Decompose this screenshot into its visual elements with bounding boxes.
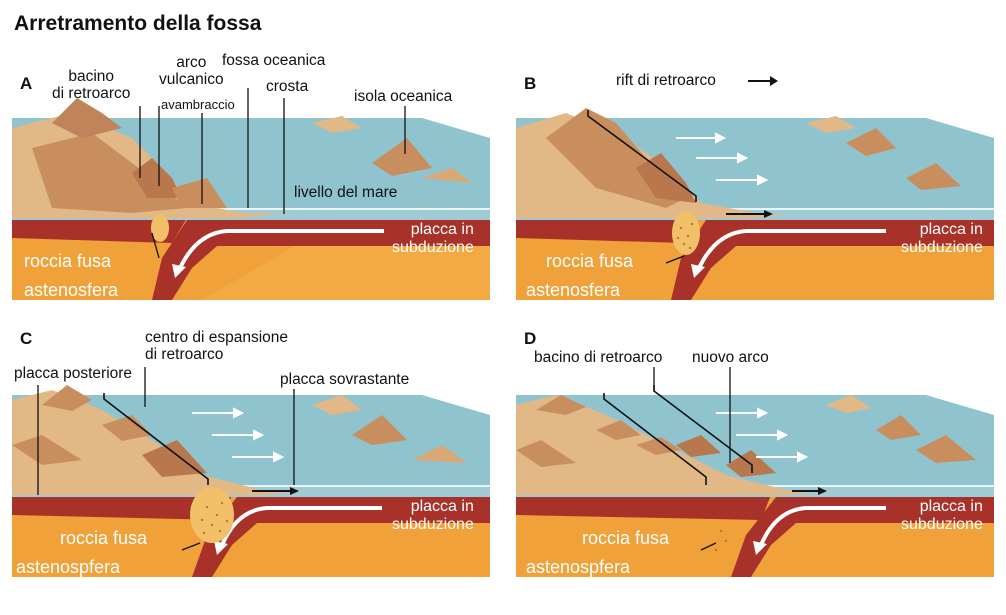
label-placca-posteriore: placca posteriore [14, 365, 133, 382]
oceanic-island [372, 138, 432, 176]
subduction-arrow [220, 506, 382, 546]
panel-a-diagram [12, 88, 490, 300]
label-roccia-fusa: roccia fusa [546, 251, 634, 271]
label-nuovo-arco: nuovo arco [692, 349, 769, 366]
panel-c: C centro di espansione di retroarco plac… [12, 329, 502, 615]
panel-a-letter: A [20, 74, 33, 93]
label-isola-oceanica: isola oceanica [354, 88, 453, 105]
label-bacino-retroarco: bacino di retroarco [52, 68, 131, 102]
label-placca-subduzione: placca in subduzione [901, 498, 983, 533]
label-astenosfera: astenosfera [24, 280, 119, 300]
panel-b-letter: B [524, 74, 537, 93]
label-avambraccio: avambraccio [161, 97, 235, 112]
subduction-arrow [697, 229, 886, 269]
panel-c-diagram [12, 367, 490, 577]
panel-b-diagram [516, 108, 994, 300]
panel-a: A bacino di retroarco arco vulcanico ava… [12, 52, 502, 338]
label-roccia-fusa: roccia fusa [582, 528, 670, 548]
label-astenospfera: astenospfera [16, 557, 121, 577]
panel-b: B rift di retroarco placca in subduzione… [516, 68, 1006, 338]
page-title: Arretramento della fossa [14, 12, 262, 35]
label-astenosfera: astenosfera [526, 280, 621, 300]
label-placca-subduzione: placca in subduzione [392, 498, 474, 533]
panel-d: D bacino di retroarco nuovo arco placca … [516, 329, 1006, 615]
label-crosta: crosta [266, 78, 309, 95]
label-placca-subduzione: placca in subduzione [392, 221, 474, 256]
panel-d-diagram [516, 367, 994, 577]
volcanic-arc [132, 158, 182, 198]
label-livello-del-mare: livello del mare [294, 184, 398, 201]
panel-c-letter: C [20, 329, 33, 348]
label-astenospfera: astenospfera [526, 557, 631, 577]
subduction-arrow [178, 229, 384, 269]
label-placca-sovrastante: placca sovrastante [280, 371, 410, 388]
subduction-arrow-head [172, 264, 186, 278]
panel-d-letter: D [524, 329, 537, 348]
subduction-arrow [759, 506, 886, 546]
rift-direction-arrow-head [770, 76, 778, 86]
label-placca-subduzione: placca in subduzione [901, 221, 983, 256]
label-roccia-fusa: roccia fusa [60, 528, 148, 548]
label-centro-espansione: centro di espansione di retroarco [145, 329, 289, 363]
label-fossa-oceanica: fossa oceanica [222, 52, 326, 69]
label-bacino-retroarco: bacino di retroarco [534, 349, 663, 366]
subduction-arrow-head [214, 541, 228, 555]
label-arco-vulcanico: arco vulcanico [159, 54, 224, 88]
rift-direction-arrow [748, 80, 772, 82]
subduction-arrow-head [753, 541, 767, 555]
label-roccia-fusa: roccia fusa [24, 251, 112, 271]
mountain [52, 98, 122, 138]
subduction-arrow-head [691, 264, 705, 278]
label-rift-retroarco: rift di retroarco [616, 72, 716, 89]
